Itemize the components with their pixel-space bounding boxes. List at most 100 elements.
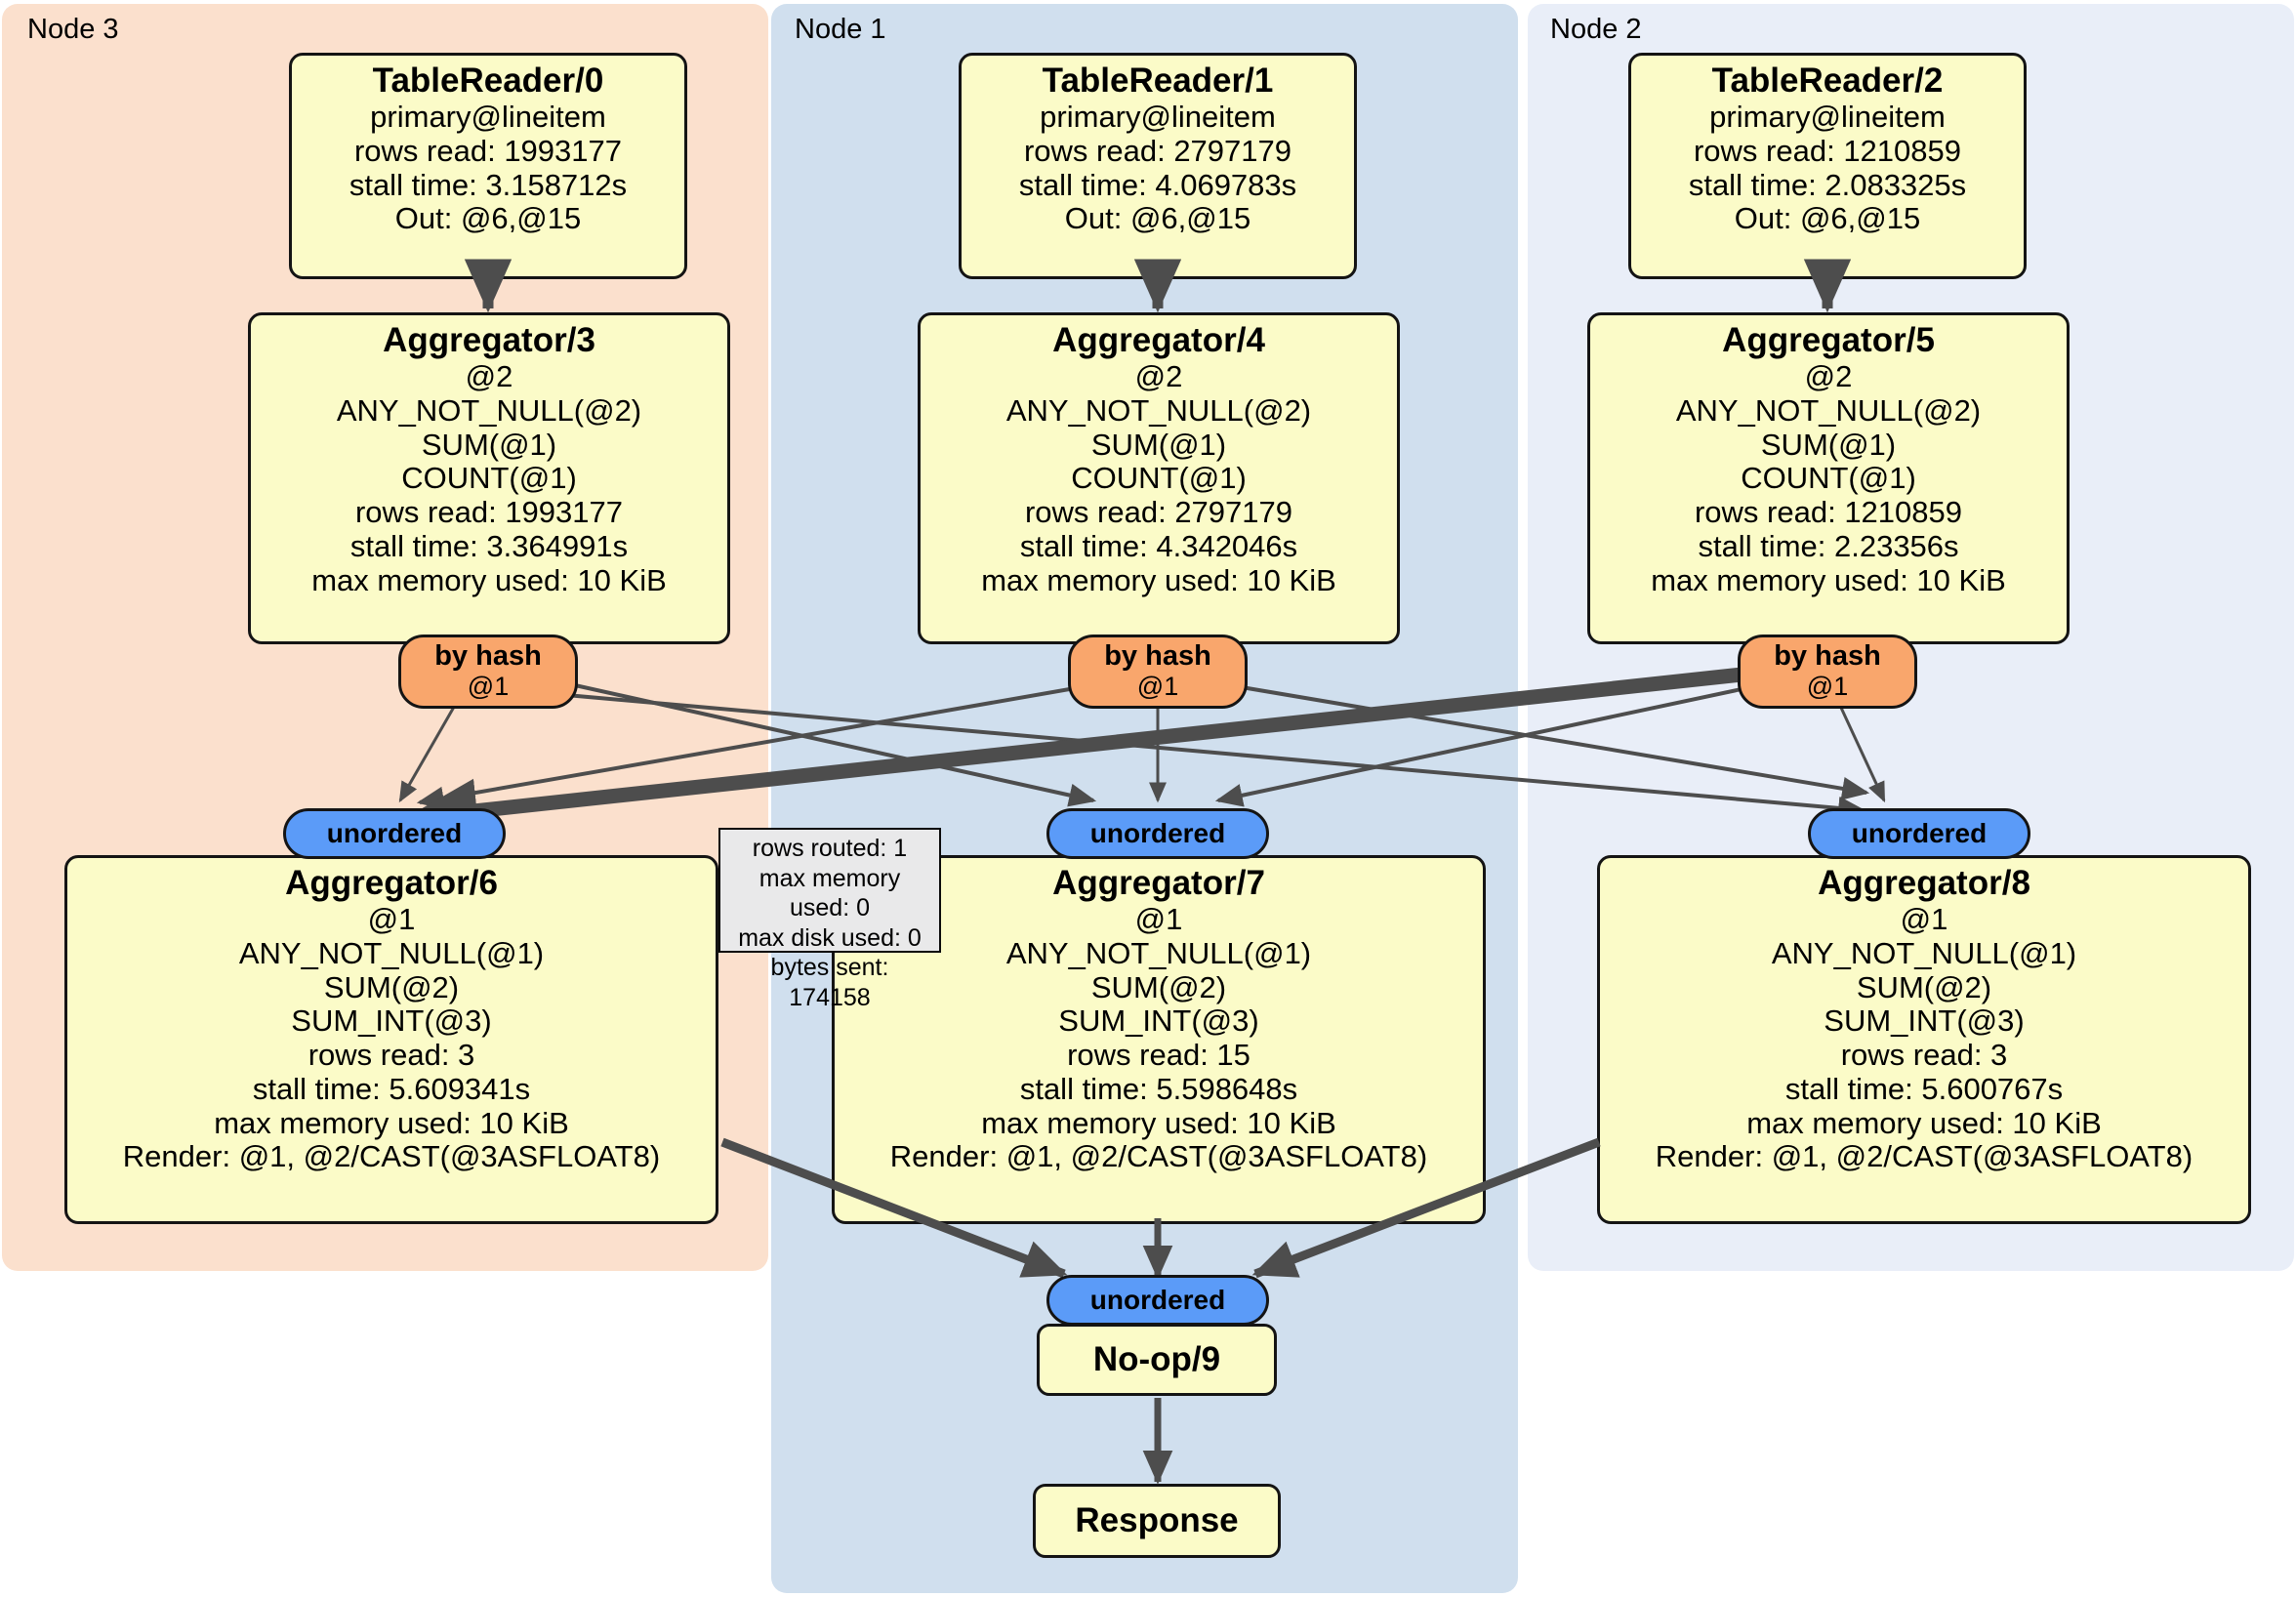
tooltip-line: rows routed: 1	[752, 835, 908, 862]
processor-noop-9[interactable]: No-op/9	[1037, 1324, 1277, 1396]
node-title: Aggregator/5	[1722, 321, 1935, 359]
node-detail-line: stall time: 5.598648s	[1019, 1071, 1298, 1106]
node-detail-line: stall time: 5.600767s	[1784, 1071, 2064, 1106]
processor-tablereader-1[interactable]: TableReader/1 primary@lineitem rows read…	[959, 53, 1357, 279]
processor-response[interactable]: Response	[1033, 1484, 1281, 1558]
node-detail-line: stall time: 3.364991s	[349, 528, 629, 563]
processor-aggregator-4[interactable]: Aggregator/4 @2 ANY_NOT_NULL(@2) SUM(@1)…	[918, 312, 1400, 644]
node-detail-line: Render: @1, @2/CAST(@3ASFLOAT8)	[889, 1139, 1428, 1174]
node-detail-line: rows read: 1993177	[353, 133, 623, 168]
stream-label: unordered	[326, 818, 463, 848]
node-detail-line: rows read: 3	[308, 1038, 475, 1073]
processor-tablereader-0[interactable]: TableReader/0 primary@lineitem rows read…	[289, 53, 687, 279]
node-title: TableReader/1	[1042, 61, 1274, 100]
node-detail-line: @1	[1900, 902, 1948, 937]
stream-unordered-9[interactable]: unordered	[1046, 1275, 1269, 1326]
node-title: Aggregator/4	[1052, 321, 1265, 359]
node-title: Response	[1075, 1501, 1239, 1539]
router-column: @1	[467, 671, 510, 701]
node-detail-line: max memory used: 10 KiB	[214, 1105, 569, 1140]
node-detail-line: SUM_INT(@3)	[291, 1003, 492, 1039]
node-detail-line: stall time: 4.342046s	[1019, 528, 1298, 563]
node-detail-line: rows read: 1993177	[354, 495, 624, 530]
node-detail-line: Out: @6,@15	[1734, 201, 1921, 236]
tooltip-line: max memory used: 0	[758, 864, 901, 922]
node-detail-line: Render: @1, @2/CAST(@3ASFLOAT8)	[122, 1139, 661, 1174]
node-detail-line: SUM(@2)	[1090, 969, 1227, 1004]
node-detail-line: stall time: 2.23356s	[1698, 528, 1959, 563]
node-detail-line: ANY_NOT_NULL(@1)	[1771, 935, 2077, 970]
node-detail-line: @1	[367, 902, 416, 937]
processor-aggregator-5[interactable]: Aggregator/5 @2 ANY_NOT_NULL(@2) SUM(@1)…	[1587, 312, 2070, 644]
node-title: TableReader/2	[1711, 61, 1944, 100]
router-column: @1	[1806, 671, 1849, 701]
node-detail-line: SUM_INT(@3)	[1058, 1003, 1259, 1039]
router-title: by hash	[1104, 640, 1211, 672]
node-title: Aggregator/8	[1818, 864, 2030, 902]
tooltip-line: max disk used: 0	[738, 923, 922, 952]
node-detail-line: rows read: 15	[1067, 1038, 1250, 1073]
processor-aggregator-6[interactable]: Aggregator/6 @1 ANY_NOT_NULL(@1) SUM(@2)…	[64, 855, 718, 1224]
node-detail-line: SUM(@2)	[323, 969, 460, 1004]
node-detail-line: ANY_NOT_NULL(@1)	[1005, 935, 1312, 970]
router-by-hash-5[interactable]: by hash @1	[1738, 635, 1917, 709]
router-title: by hash	[434, 640, 542, 672]
cluster-label-node3: Node 3	[27, 14, 119, 45]
node-detail-line: stall time: 2.083325s	[1688, 167, 1967, 202]
node-detail-line: @2	[1804, 359, 1853, 394]
node-detail-line: max memory used: 10 KiB	[1651, 562, 2006, 597]
stream-unordered-6[interactable]: unordered	[283, 808, 506, 859]
node-detail-line: max memory used: 10 KiB	[981, 562, 1336, 597]
node-detail-line: primary@lineitem	[1709, 100, 1946, 135]
node-detail-line: primary@lineitem	[1040, 100, 1276, 135]
router-by-hash-3[interactable]: by hash @1	[398, 635, 578, 709]
processor-aggregator-3[interactable]: Aggregator/3 @2 ANY_NOT_NULL(@2) SUM(@1)…	[248, 312, 730, 644]
node-detail-line: rows read: 1210859	[1693, 133, 1962, 168]
node-detail-line: COUNT(@1)	[401, 461, 577, 496]
node-detail-line: SUM(@1)	[1090, 427, 1227, 462]
node-detail-line: rows read: 2797179	[1024, 495, 1293, 530]
router-by-hash-4[interactable]: by hash @1	[1068, 635, 1248, 709]
node-title: Aggregator/7	[1052, 864, 1265, 902]
node-detail-line: ANY_NOT_NULL(@2)	[1005, 392, 1312, 428]
node-detail-line: max memory used: 10 KiB	[311, 562, 667, 597]
node-detail-line: ANY_NOT_NULL(@1)	[238, 935, 545, 970]
node-detail-line: @1	[1134, 902, 1183, 937]
tooltip-line: bytes sent: 174158	[770, 954, 889, 1011]
node-detail-line: SUM(@2)	[1856, 969, 1992, 1004]
node-detail-line: max memory used: 10 KiB	[981, 1105, 1336, 1140]
node-title: Aggregator/6	[285, 864, 498, 902]
node-detail-line: max memory used: 10 KiB	[1746, 1105, 2102, 1140]
stream-label: unordered	[1851, 818, 1988, 848]
node-detail-line: stall time: 3.158712s	[348, 167, 628, 202]
node-detail-line: stall time: 4.069783s	[1018, 167, 1297, 202]
node-detail-line: COUNT(@1)	[1741, 461, 1916, 496]
node-detail-line: rows read: 1210859	[1694, 495, 1963, 530]
processor-aggregator-8[interactable]: Aggregator/8 @1 ANY_NOT_NULL(@1) SUM(@2)…	[1597, 855, 2251, 1224]
cluster-label-node2: Node 2	[1550, 14, 1642, 45]
stream-unordered-7[interactable]: unordered	[1046, 808, 1269, 859]
node-detail-line: COUNT(@1)	[1071, 461, 1247, 496]
processor-tablereader-2[interactable]: TableReader/2 primary@lineitem rows read…	[1628, 53, 2027, 279]
node-detail-line: Render: @1, @2/CAST(@3ASFLOAT8)	[1655, 1139, 2194, 1174]
node-title: No-op/9	[1092, 1340, 1221, 1378]
node-detail-line: primary@lineitem	[370, 100, 606, 135]
stream-unordered-8[interactable]: unordered	[1808, 808, 2030, 859]
node-detail-line: ANY_NOT_NULL(@2)	[336, 392, 642, 428]
router-column: @1	[1136, 671, 1179, 701]
cluster-label-node1: Node 1	[795, 14, 886, 45]
node-detail-line: rows read: 3	[1840, 1038, 2008, 1073]
node-detail-line: SUM(@1)	[1760, 427, 1897, 462]
node-detail-line: rows read: 2797179	[1023, 133, 1292, 168]
node-detail-line: Out: @6,@15	[394, 201, 582, 236]
node-detail-line: ANY_NOT_NULL(@2)	[1675, 392, 1982, 428]
node-detail-line: Out: @6,@15	[1064, 201, 1251, 236]
node-detail-line: SUM(@1)	[421, 427, 557, 462]
node-detail-line: SUM_INT(@3)	[1824, 1003, 2025, 1039]
node-detail-line: @2	[1134, 359, 1183, 394]
router-stats-tooltip: rows routed: 1 max memory used: 0 max di…	[718, 828, 941, 1011]
router-title: by hash	[1774, 640, 1881, 672]
stream-label: unordered	[1089, 1285, 1226, 1315]
node-title: Aggregator/3	[383, 321, 595, 359]
